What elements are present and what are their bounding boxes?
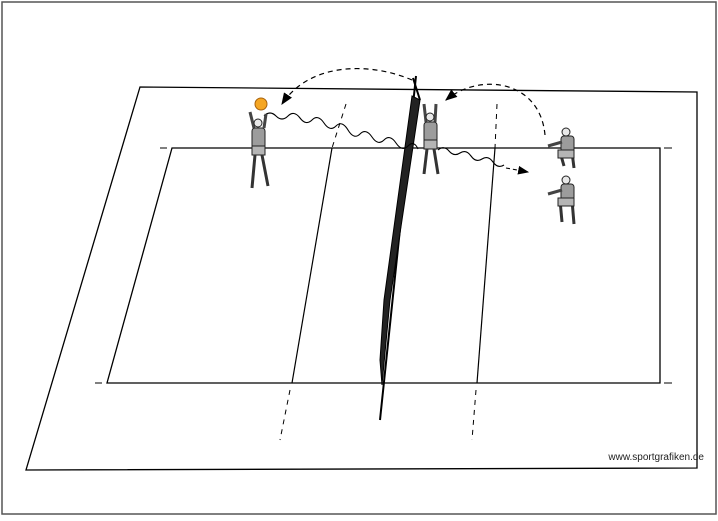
player-shorts	[424, 140, 437, 149]
player-shirt	[424, 122, 437, 142]
player-arm	[264, 114, 266, 128]
player-arm	[424, 104, 426, 122]
player-arm	[435, 104, 436, 122]
player-head	[254, 119, 262, 127]
ball	[255, 98, 267, 110]
player-shorts	[558, 198, 574, 206]
player-shorts	[558, 150, 574, 158]
source-credit: www.sportgrafiken.de	[560, 452, 704, 463]
player-shirt	[252, 128, 265, 148]
player-head	[426, 113, 434, 121]
free-zone-outline	[26, 87, 697, 470]
player-head	[562, 176, 570, 184]
player-head	[562, 128, 570, 136]
player-shorts	[252, 146, 265, 155]
